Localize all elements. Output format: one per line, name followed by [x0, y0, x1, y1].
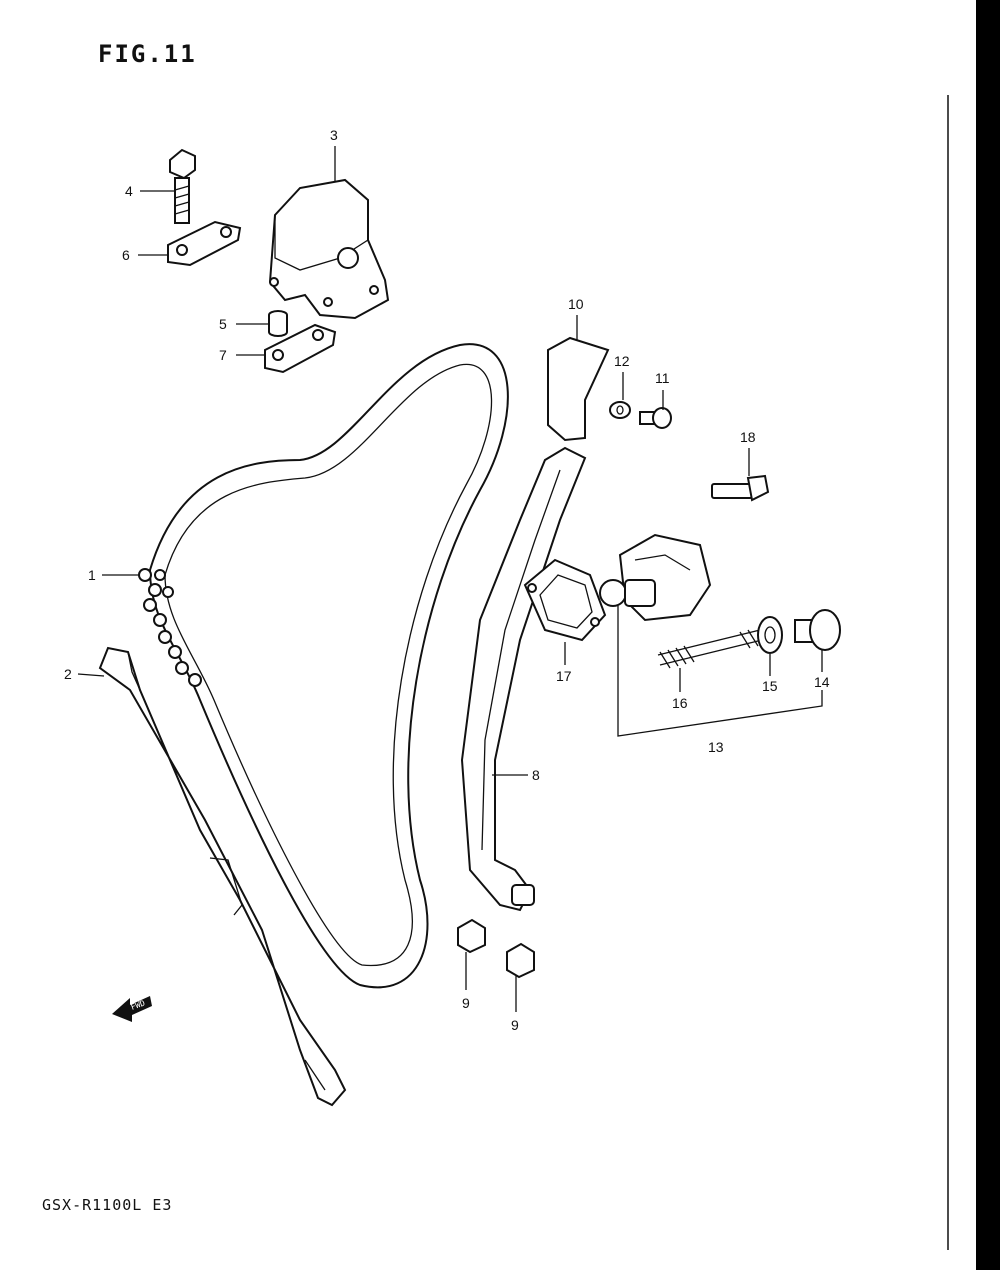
figure-title: FIG.11 [98, 40, 197, 68]
callout-2: 2 [64, 666, 72, 682]
model-code: GSX-R1100L E3 [42, 1196, 173, 1214]
cap-bolt-14 [794, 609, 841, 651]
chain-guide-rear [460, 446, 587, 912]
callout-16: 16 [672, 695, 688, 711]
upper-chain-guide [268, 178, 390, 320]
cam-chain [138, 343, 509, 989]
exploded-parts-diagram: FWD 1 2 3 4 5 6 7 8 9 9 10 11 12 13 14 1… [64, 95, 949, 1250]
callout-3: 3 [330, 127, 338, 143]
screw-11 [639, 407, 672, 429]
callout-12: 12 [614, 353, 630, 369]
callout-18: 18 [740, 429, 756, 445]
bolt-18 [711, 474, 770, 502]
chain-links [138, 568, 202, 687]
callout-9b: 9 [511, 1017, 519, 1033]
tensioner-body [599, 533, 712, 622]
forward-arrow-icon: FWD [112, 996, 152, 1022]
callout-13: 13 [708, 739, 724, 755]
damper-9b [506, 942, 535, 979]
callout-17: 17 [556, 668, 572, 684]
callout-7: 7 [219, 347, 227, 363]
callout-6: 6 [122, 247, 130, 263]
callout-5: 5 [219, 316, 227, 332]
leader-lines [77, 146, 823, 1012]
dowel-5 [268, 310, 288, 337]
callout-9a: 9 [462, 995, 470, 1011]
callout-1: 1 [88, 567, 96, 583]
spring-16 [657, 629, 763, 669]
callout-8: 8 [532, 767, 540, 783]
page-edge-bar [976, 0, 1000, 1270]
callout-11: 11 [655, 370, 670, 386]
callout-10: 10 [568, 296, 584, 312]
chain-guide-front [98, 646, 347, 1107]
plate-7 [264, 323, 337, 374]
callout-15: 15 [762, 678, 778, 694]
washer-12 [609, 401, 631, 419]
callout-4: 4 [125, 183, 133, 199]
plate-6 [167, 220, 242, 267]
washer-15 [757, 616, 783, 654]
callout-14: 14 [814, 674, 830, 690]
damper-9a [457, 918, 486, 954]
gasket-17 [523, 558, 607, 642]
bolt-4 [169, 148, 196, 224]
cap-10 [547, 336, 610, 442]
